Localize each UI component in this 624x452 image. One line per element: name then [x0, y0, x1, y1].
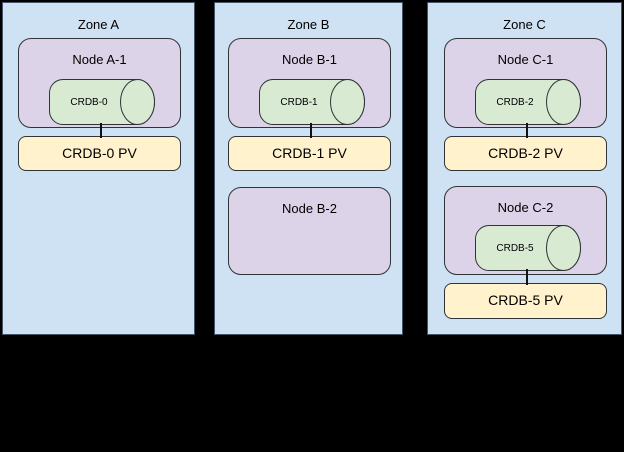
- crdb-1-label: CRDB-1: [280, 97, 318, 108]
- zone-c-title: Zone C: [503, 17, 546, 32]
- connector-crdb1-to-pv: [310, 123, 312, 138]
- crdb-5-pv-box: CRDB-5 PV: [444, 283, 607, 319]
- crdb-1-pv-box: CRDB-1 PV: [228, 136, 391, 171]
- crdb-2-label: CRDB-2: [496, 97, 534, 108]
- crdb-0-cylinder-icon: CRDB-0: [49, 79, 155, 126]
- node-c2-title: Node C-2: [497, 200, 554, 215]
- node-c1: Node C-1 CRDB-2: [444, 38, 607, 128]
- database-cylinder-shape: [259, 79, 365, 125]
- connector-crdb5-to-pv: [526, 269, 528, 285]
- crdb-0-label: CRDB-0: [70, 97, 108, 108]
- zone-a-title: Zone A: [77, 17, 120, 32]
- node-c1-title: Node C-1: [497, 52, 554, 67]
- node-b2: Node B-2: [228, 187, 391, 275]
- node-a1-title: Node A-1: [72, 52, 127, 67]
- node-a1: Node A-1 CRDB-0: [18, 38, 181, 128]
- connector-crdb0-to-pv: [100, 123, 102, 138]
- crdb-5-label: CRDB-5: [496, 243, 534, 254]
- crdb-2-pv-box: CRDB-2 PV: [444, 136, 607, 171]
- zone-b-title: Zone B: [287, 17, 330, 32]
- database-cylinder-shape: [475, 225, 581, 271]
- database-cylinder-shape: [475, 79, 581, 125]
- zone-b: Zone B Node B-1 CRDB-1 CRDB-1 PV Node B-…: [214, 2, 403, 335]
- crdb-5-cylinder-icon: CRDB-5: [475, 225, 581, 272]
- node-b1-title: Node B-1: [282, 52, 337, 67]
- database-cylinder-shape: [49, 79, 155, 125]
- crdb-0-pv-box: CRDB-0 PV: [18, 136, 181, 171]
- crdb-1-cylinder-icon: CRDB-1: [259, 79, 365, 126]
- node-b2-title: Node B-2: [282, 201, 337, 216]
- node-b1: Node B-1 CRDB-1: [228, 38, 391, 128]
- zone-a: Zone A Node A-1 CRDB-0 CRDB-0 PV: [2, 2, 195, 335]
- zone-c: Zone C Node C-1 CRDB-2 CRDB-2 PV Node C-…: [427, 2, 622, 335]
- crdb-2-cylinder-icon: CRDB-2: [475, 79, 581, 126]
- connector-crdb2-to-pv: [526, 123, 528, 138]
- node-c2: Node C-2 CRDB-5: [444, 186, 607, 275]
